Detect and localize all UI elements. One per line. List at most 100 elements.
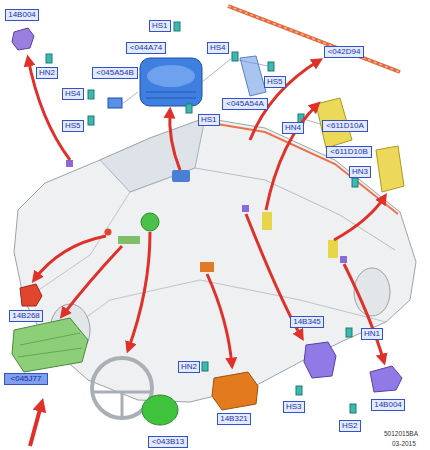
part-label-box: HN2 (36, 67, 58, 79)
pointer-arrow (128, 232, 150, 350)
part-label-box: <044A74 (126, 42, 166, 54)
part-label-box: HS3 (283, 401, 305, 413)
impact-sensor (12, 28, 34, 50)
curtain-airbag-in-car (205, 122, 398, 214)
pointer-arrow (62, 246, 122, 316)
fastener (232, 52, 238, 61)
part-number: <043B13 (151, 437, 185, 447)
drawing-reference: 5012015BA (384, 430, 418, 438)
part-number: <611D10B (329, 147, 369, 157)
part-number: HS5 (65, 121, 81, 131)
impact-sensor (304, 342, 336, 378)
fastener (346, 328, 352, 337)
part-label-box: <611D10B (326, 146, 372, 158)
restraint-module (212, 372, 258, 410)
seat-airbag-in-car (328, 240, 338, 258)
pointer-arrow (28, 58, 70, 160)
fastener (268, 62, 274, 71)
part-number: <611D10A (325, 121, 365, 131)
part-label-box: HS5 (62, 120, 84, 132)
part-number: HN3 (352, 167, 368, 177)
fastener (88, 116, 94, 125)
pointer-arrow (170, 110, 180, 170)
passenger-airbag (140, 58, 202, 106)
part-number: <045A54A (225, 99, 265, 109)
driver-airbag-in-car (141, 213, 159, 231)
knee-airbag-ridge (18, 333, 82, 357)
part-number: 14B004 (374, 400, 402, 410)
impact-sensor (20, 284, 42, 306)
part-label-box: <611D10A (322, 120, 368, 132)
part-label-box: HS4 (207, 42, 229, 54)
sensor-in-car (105, 229, 112, 236)
fastener (202, 362, 208, 371)
part-number: <044A74 (129, 43, 163, 53)
pointer-arrow (266, 104, 318, 210)
impact-sensor (370, 366, 402, 392)
airbag-bracket (108, 98, 122, 108)
knee-airbag (12, 318, 88, 372)
pointer-arrow (344, 264, 384, 362)
knee-airbag-in-car (118, 236, 140, 244)
passenger-airbag-ridge (146, 92, 196, 98)
part-number: HS2 (342, 421, 358, 431)
drawing-reference: 03-2015 (392, 440, 416, 448)
part-number: HS4 (210, 43, 226, 53)
leader-line (122, 58, 320, 124)
fastener (174, 22, 180, 31)
highlight-arrow (30, 402, 42, 446)
part-number: <042D94 (327, 47, 361, 57)
part-label-box: <045A54B (92, 67, 138, 79)
part-number: HS1 (201, 115, 217, 125)
part-label-box: HS2 (339, 420, 361, 432)
sensor-in-car (340, 256, 347, 263)
seat-airbag-in-car (262, 212, 272, 230)
fastener (296, 386, 302, 395)
windshield (100, 118, 205, 192)
driver-airbag (142, 395, 178, 425)
part-number: 14B268 (12, 311, 40, 321)
floor-line (48, 280, 386, 345)
fastener (352, 178, 358, 187)
part-label-box: <043B13 (148, 436, 188, 448)
part-number: <045A54B (95, 68, 135, 78)
part-number: HS1 (152, 21, 168, 31)
pointer-arrow (207, 274, 232, 366)
part-number: 14B321 (220, 414, 248, 424)
pointer-arrow (334, 196, 385, 240)
belt-line (130, 168, 395, 250)
part-label-box: HN3 (349, 166, 371, 178)
part-number: <045J77 (7, 374, 45, 384)
part-label-box: 14B345 (290, 316, 324, 328)
passenger-airbag-face (147, 65, 195, 87)
fastener (350, 404, 356, 413)
part-number: HN4 (285, 123, 301, 133)
part-label-box: HS5 (264, 76, 286, 88)
part-label-box: 14B004 (371, 399, 405, 411)
module-in-car (200, 262, 214, 272)
side-airbag (376, 146, 404, 192)
door-line (24, 192, 130, 300)
sensor-in-car (66, 160, 73, 167)
part-number: HS4 (65, 89, 81, 99)
part-label-box: HN4 (282, 122, 304, 134)
part-label-box: HN1 (361, 328, 383, 340)
part-number: HS3 (286, 402, 302, 412)
part-number: HN2 (39, 68, 55, 78)
fastener (186, 104, 192, 113)
part-label-box: 14B321 (217, 413, 251, 425)
sensor-in-car (242, 205, 249, 212)
passenger-airbag-in-car (172, 170, 190, 182)
part-number: HN1 (364, 329, 380, 339)
part-number: 14B004 (8, 10, 36, 20)
part-label-box: <042D94 (324, 46, 364, 58)
wheel (354, 268, 390, 316)
part-number: HN2 (181, 362, 197, 372)
part-number: HS5 (267, 77, 283, 87)
part-label-box: HS1 (149, 20, 171, 32)
part-label-box: 14B004 (5, 9, 39, 21)
part-label-box: HS4 (62, 88, 84, 100)
part-label-box: <045J77 (4, 373, 48, 385)
